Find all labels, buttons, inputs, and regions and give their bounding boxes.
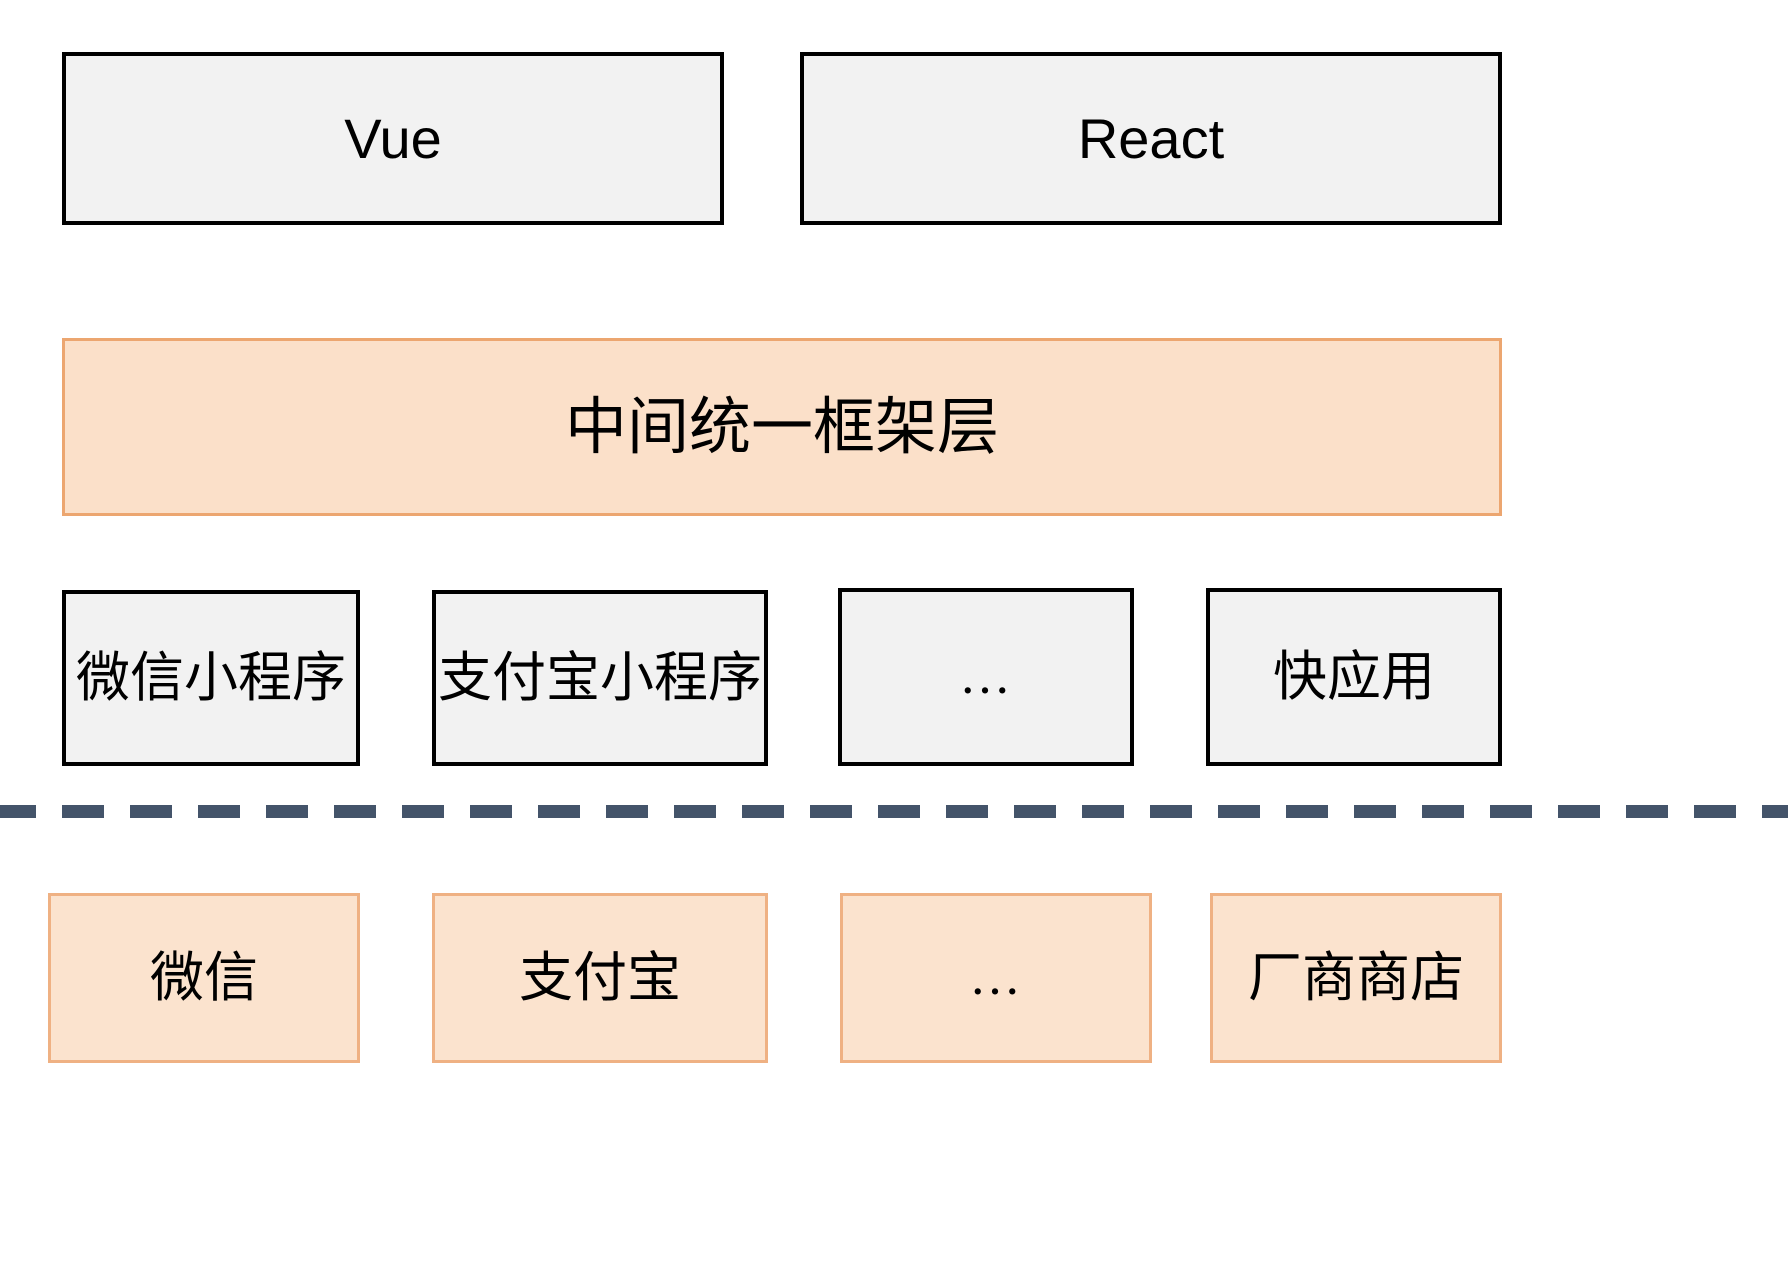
divider-dash — [674, 805, 716, 818]
divider-dash — [946, 805, 988, 818]
node-label: 厂商商店 — [1248, 946, 1464, 1010]
node-vendor-store[interactable]: 厂商商店 — [1210, 893, 1502, 1063]
divider-dash — [1490, 805, 1532, 818]
divider-dash — [538, 805, 580, 818]
node-label: React — [1077, 106, 1225, 170]
node-wechat-miniprogram[interactable]: 微信小程序 — [62, 590, 360, 766]
node-wechat[interactable]: 微信 — [48, 893, 360, 1063]
node-alipay-miniprogram[interactable]: 支付宝小程序 — [432, 590, 768, 766]
divider-dash — [62, 805, 104, 818]
divider-dash — [470, 805, 512, 818]
divider-dash — [810, 805, 852, 818]
node-label: 快应用 — [1273, 645, 1435, 709]
node-react[interactable]: React — [800, 52, 1502, 225]
divider-dash — [1082, 805, 1124, 818]
divider-dash — [878, 805, 920, 818]
divider-dash — [0, 805, 36, 818]
divider-dash — [334, 805, 376, 818]
divider-dash — [130, 805, 172, 818]
node-more-vendors[interactable]: ... — [840, 893, 1152, 1063]
divider-dash — [1354, 805, 1396, 818]
node-alipay[interactable]: 支付宝 — [432, 893, 768, 1063]
divider-dash — [266, 805, 308, 818]
divider-dash — [1626, 805, 1668, 818]
divider-dash — [742, 805, 784, 818]
divider-dash — [1286, 805, 1328, 818]
divider-dash — [198, 805, 240, 818]
node-label: 微信小程序 — [76, 646, 346, 710]
node-label: Vue — [344, 106, 442, 170]
divider-dash — [402, 805, 444, 818]
divider-dash — [1218, 805, 1260, 818]
divider-dash — [606, 805, 648, 818]
dashed-separator — [0, 805, 1788, 818]
divider-dash — [1694, 805, 1736, 818]
node-label: ... — [960, 648, 1012, 705]
node-label: ... — [970, 949, 1022, 1006]
divider-dash — [1422, 805, 1464, 818]
node-more-miniprograms[interactable]: ... — [838, 588, 1134, 766]
node-label: 支付宝小程序 — [438, 646, 762, 710]
node-label: 微信 — [150, 946, 258, 1010]
divider-dash — [1762, 805, 1788, 818]
node-quickapp[interactable]: 快应用 — [1206, 588, 1502, 766]
divider-dash — [1014, 805, 1056, 818]
node-vue[interactable]: Vue — [62, 52, 724, 225]
divider-dash — [1558, 805, 1600, 818]
node-label: 中间统一框架层 — [564, 389, 999, 463]
node-label: 支付宝 — [519, 946, 681, 1010]
divider-dash — [1150, 805, 1192, 818]
node-unified-framework-layer[interactable]: 中间统一框架层 — [62, 338, 1502, 516]
